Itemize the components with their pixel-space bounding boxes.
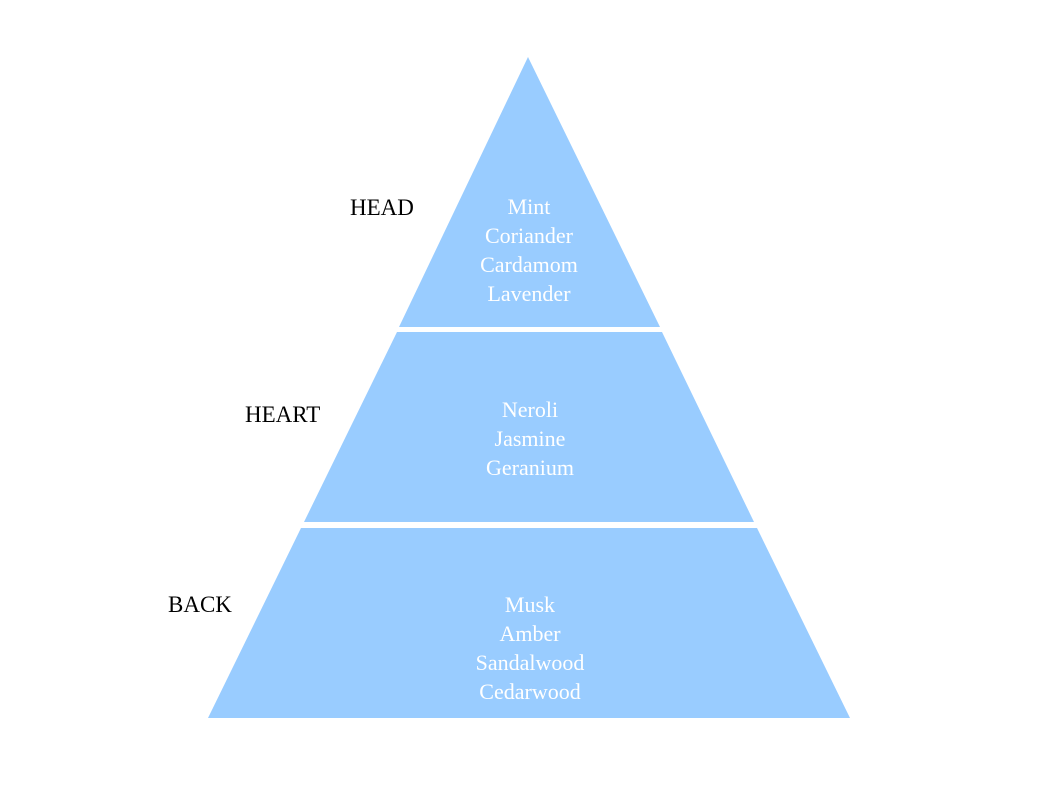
note-item: Mint <box>507 194 551 219</box>
tier-heart-shape <box>304 332 754 522</box>
tier-label-head: HEAD <box>350 195 414 220</box>
tier-head-notes: Mint Coriander Cardamom Lavender <box>480 192 578 308</box>
tier-label-back: BACK <box>168 592 232 617</box>
note-item: Neroli <box>501 397 559 422</box>
note-item: Lavender <box>487 281 571 306</box>
note-item: Sandalwood <box>475 650 585 675</box>
note-item: Geranium <box>486 455 574 480</box>
note-item: Cedarwood <box>479 679 581 704</box>
tier-back-shape <box>208 528 850 718</box>
tier-head-shape <box>399 57 660 327</box>
note-item: Cardamom <box>480 252 578 277</box>
note-item: Amber <box>499 621 561 646</box>
note-item: Jasmine <box>494 426 566 451</box>
tier-heart-notes: Neroli Jasmine Geranium <box>486 395 574 482</box>
tier-label-heart: HEART <box>245 402 321 427</box>
note-item: Musk <box>504 592 556 617</box>
note-item: Coriander <box>485 223 573 248</box>
tier-back-notes: Musk Amber Sandalwood Cedarwood <box>476 590 585 706</box>
